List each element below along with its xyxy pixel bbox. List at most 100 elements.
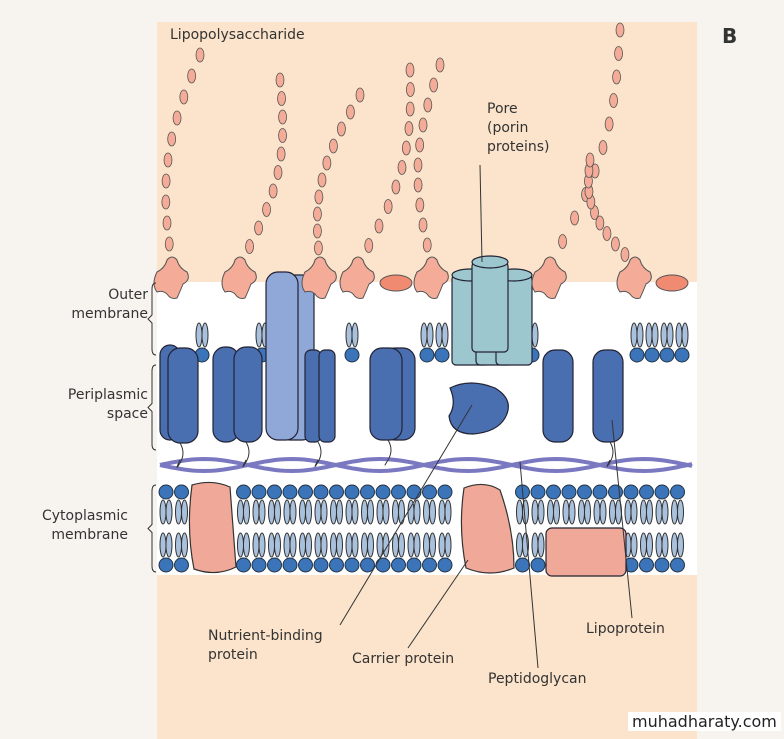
peptidoglycan-leader xyxy=(519,461,539,669)
porin-pore xyxy=(471,255,509,269)
lipid-tail xyxy=(438,499,446,525)
lps-sugar-unit xyxy=(172,110,182,126)
lipid-tail xyxy=(584,499,591,525)
lipid-tail xyxy=(624,499,632,525)
lps-sugar-unit xyxy=(314,240,323,256)
lipoprotein xyxy=(592,349,624,443)
lipid-tail xyxy=(531,499,539,525)
lipid-a-anchor xyxy=(153,256,189,299)
lps-sugar-unit xyxy=(595,215,605,231)
lps-sugar-unit xyxy=(611,236,620,252)
lps-sugar-unit xyxy=(413,177,423,193)
lipid-tail xyxy=(345,499,353,525)
lipid-tail xyxy=(636,322,644,348)
lps-sugar-unit xyxy=(278,128,287,143)
lps-sugar-unit xyxy=(179,89,189,105)
lipid-tail xyxy=(531,322,539,348)
lps-sugar-unit xyxy=(329,138,338,154)
lipid-head xyxy=(577,484,592,500)
lps-sugar-unit xyxy=(383,199,393,214)
lipoprotein-tether xyxy=(314,441,322,467)
lps-sugar-unit xyxy=(374,218,384,234)
porin-protein xyxy=(471,261,509,353)
lipid-head xyxy=(530,484,546,500)
lipid-head xyxy=(298,484,313,500)
lipid-head xyxy=(592,484,608,500)
lipid-tail xyxy=(159,532,167,558)
lps-sugar-unit xyxy=(612,69,621,85)
lipid-tail xyxy=(630,499,638,525)
label-peptidoglycan: Peptidoglycan xyxy=(488,671,587,687)
lps-sugar-unit xyxy=(187,68,197,84)
lipid-tail xyxy=(398,532,405,558)
lipid-tail xyxy=(181,532,188,558)
lipid-tail xyxy=(382,499,390,525)
lps-sugar-unit xyxy=(355,87,365,103)
lipopolysaccharide-chains xyxy=(153,22,689,299)
lps-sugar-unit xyxy=(404,121,414,136)
lipid-tail xyxy=(376,532,384,558)
lipid-tail xyxy=(553,499,560,525)
lipid-tail xyxy=(175,499,182,525)
lipid-head xyxy=(406,484,422,500)
lipid-tail xyxy=(165,499,173,525)
lps-sugar-unit xyxy=(391,179,401,195)
lipid-tail xyxy=(661,532,669,558)
lipid-tail xyxy=(655,499,663,525)
lipoprotein-cap xyxy=(655,274,689,292)
lipid-head xyxy=(329,484,344,500)
lipid-head xyxy=(375,557,391,573)
lipid-tail xyxy=(423,499,430,525)
lps-sugar-unit xyxy=(364,238,374,253)
lps-sugar-unit xyxy=(614,46,623,61)
lipid-tail xyxy=(243,499,250,525)
lipid-tail xyxy=(677,499,684,525)
lipid-head xyxy=(422,557,437,573)
carrier-leader xyxy=(407,559,469,649)
lps-sugar-unit xyxy=(161,194,171,210)
region-bracket xyxy=(147,484,157,573)
lipid-tail xyxy=(320,499,328,525)
label-line: protein xyxy=(208,647,258,663)
lipid-head xyxy=(530,557,546,573)
lipid-head xyxy=(344,484,360,500)
lipid-tail xyxy=(289,499,297,525)
lipoprotein-tether xyxy=(242,441,250,467)
lps-sugar-unit xyxy=(598,140,608,155)
lps-sugar-unit xyxy=(418,217,428,233)
label-periplasmic-space: Periplasmic space xyxy=(40,386,148,424)
lps-sugar-unit xyxy=(585,152,595,168)
lipid-tail xyxy=(444,499,452,525)
label-cytoplasmic-membrane: Cytoplasmic membrane xyxy=(20,507,128,545)
lps-sugar-unit xyxy=(615,22,625,38)
lipid-head xyxy=(644,347,660,363)
lipid-head xyxy=(437,557,453,573)
lipid-head xyxy=(298,557,313,573)
lipid-tail xyxy=(578,499,585,525)
lipid-tail xyxy=(351,322,359,348)
lps-sugar-unit xyxy=(278,109,287,125)
outer-membrane-protein xyxy=(167,347,199,444)
label-pore-line: (porin xyxy=(487,120,529,136)
lps-sugar-unit xyxy=(322,155,332,171)
lps-sugar-unit xyxy=(275,72,285,88)
lps-sugar-unit xyxy=(418,117,428,133)
region-brackets xyxy=(147,282,157,573)
lipid-tail xyxy=(252,499,260,525)
lipid-head xyxy=(623,484,639,500)
lipid-tail xyxy=(243,532,250,558)
lps-sugar-unit xyxy=(609,93,618,108)
region-bracket xyxy=(147,282,157,356)
lps-sugar-unit xyxy=(346,104,355,120)
lipoprotein-tether xyxy=(384,439,392,466)
lipid-tail xyxy=(651,322,659,348)
label-line: membrane xyxy=(51,527,128,543)
lipid-head xyxy=(329,557,344,573)
label-line: Periplasmic xyxy=(67,387,148,403)
lipid-head xyxy=(174,484,189,500)
lps-sugar-unit xyxy=(401,140,411,156)
lipid-head xyxy=(236,484,251,500)
lipid-a-anchor xyxy=(413,256,449,299)
nutrient-binding-leader xyxy=(339,404,473,626)
